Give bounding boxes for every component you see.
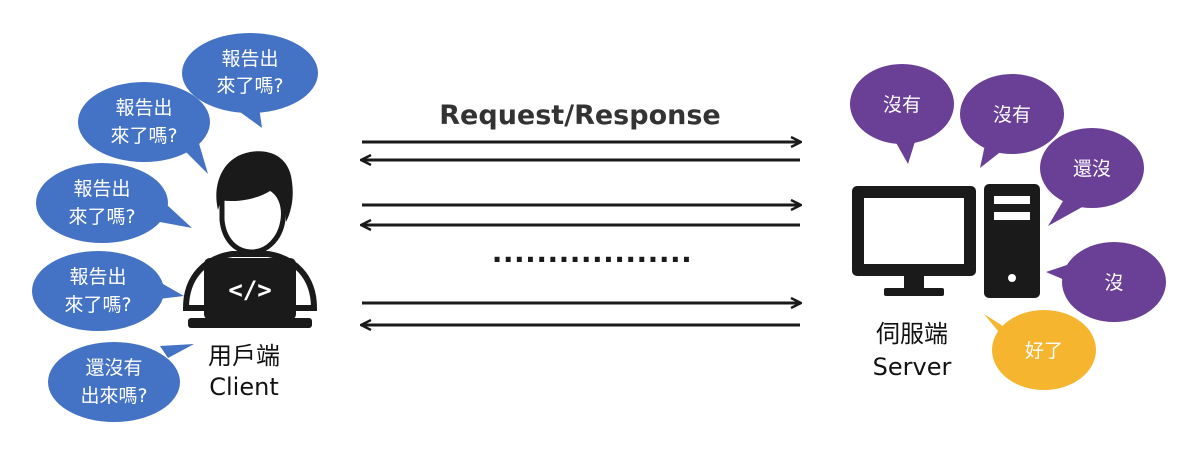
monitor-stand	[904, 276, 924, 290]
server-speech-bubble: 沒有	[960, 74, 1064, 168]
svg-text:好了: 好了	[1025, 340, 1063, 362]
client-speech-bubble: 報告出 來了嗎?	[32, 251, 184, 331]
tower-power-button	[1008, 274, 1016, 282]
developer-laptop-icon	[182, 151, 318, 328]
svg-text:報告出: 報告出	[221, 48, 278, 70]
client-speech-bubble: 報告出 來了嗎?	[182, 33, 318, 128]
laptop-screen	[204, 258, 296, 320]
diagram-title: Request/Response	[439, 100, 720, 131]
svg-text:來了嗎?: 來了嗎?	[216, 75, 283, 97]
svg-text:報告出: 報告出	[115, 97, 172, 119]
person-hair	[216, 151, 293, 222]
svg-text:來了嗎?: 來了嗎?	[110, 125, 177, 147]
server-label-en: Server	[873, 353, 952, 381]
client-speech-bubble: 報告出 來了嗎?	[36, 163, 192, 243]
svg-text:來了嗎?: 來了嗎?	[64, 294, 131, 316]
server-speech-bubble: 還沒	[1040, 128, 1144, 226]
monitor-screen	[864, 198, 964, 264]
server-speech-bubble: 沒	[1046, 242, 1166, 322]
server-speech-bubble: 沒有	[850, 64, 954, 164]
svg-text:沒有: 沒有	[883, 94, 921, 116]
svg-text:出來嗎?: 出來嗎?	[80, 385, 147, 407]
client-speech-bubble: 還沒有 出來嗎?	[48, 342, 194, 422]
svg-text:還沒: 還沒	[1073, 158, 1111, 180]
client-speech-bubble: 報告出 來了嗎?	[78, 82, 210, 174]
client-label-zh: 用戶端	[208, 342, 280, 370]
client-label-en: Client	[209, 373, 278, 401]
laptop-base	[188, 318, 312, 328]
svg-text:沒有: 沒有	[993, 104, 1031, 126]
code-icon: </>	[228, 276, 271, 304]
svg-text:沒: 沒	[1104, 272, 1123, 294]
server-done-bubble: 好了	[984, 310, 1096, 390]
ellipsis-dots: ..................	[492, 236, 692, 269]
server-label-zh: 伺服端	[876, 320, 948, 348]
svg-text:來了嗎?: 來了嗎?	[68, 206, 135, 228]
svg-text:報告出: 報告出	[73, 178, 130, 200]
svg-text:報告出: 報告出	[69, 266, 126, 288]
tower-drive-bay	[994, 212, 1030, 220]
svg-text:還沒有: 還沒有	[85, 357, 142, 379]
tower-drive-bay	[994, 196, 1030, 204]
message-arrows	[362, 142, 800, 325]
desktop-computer-icon	[852, 184, 1040, 298]
person-face	[219, 185, 286, 255]
monitor-base	[884, 288, 944, 296]
